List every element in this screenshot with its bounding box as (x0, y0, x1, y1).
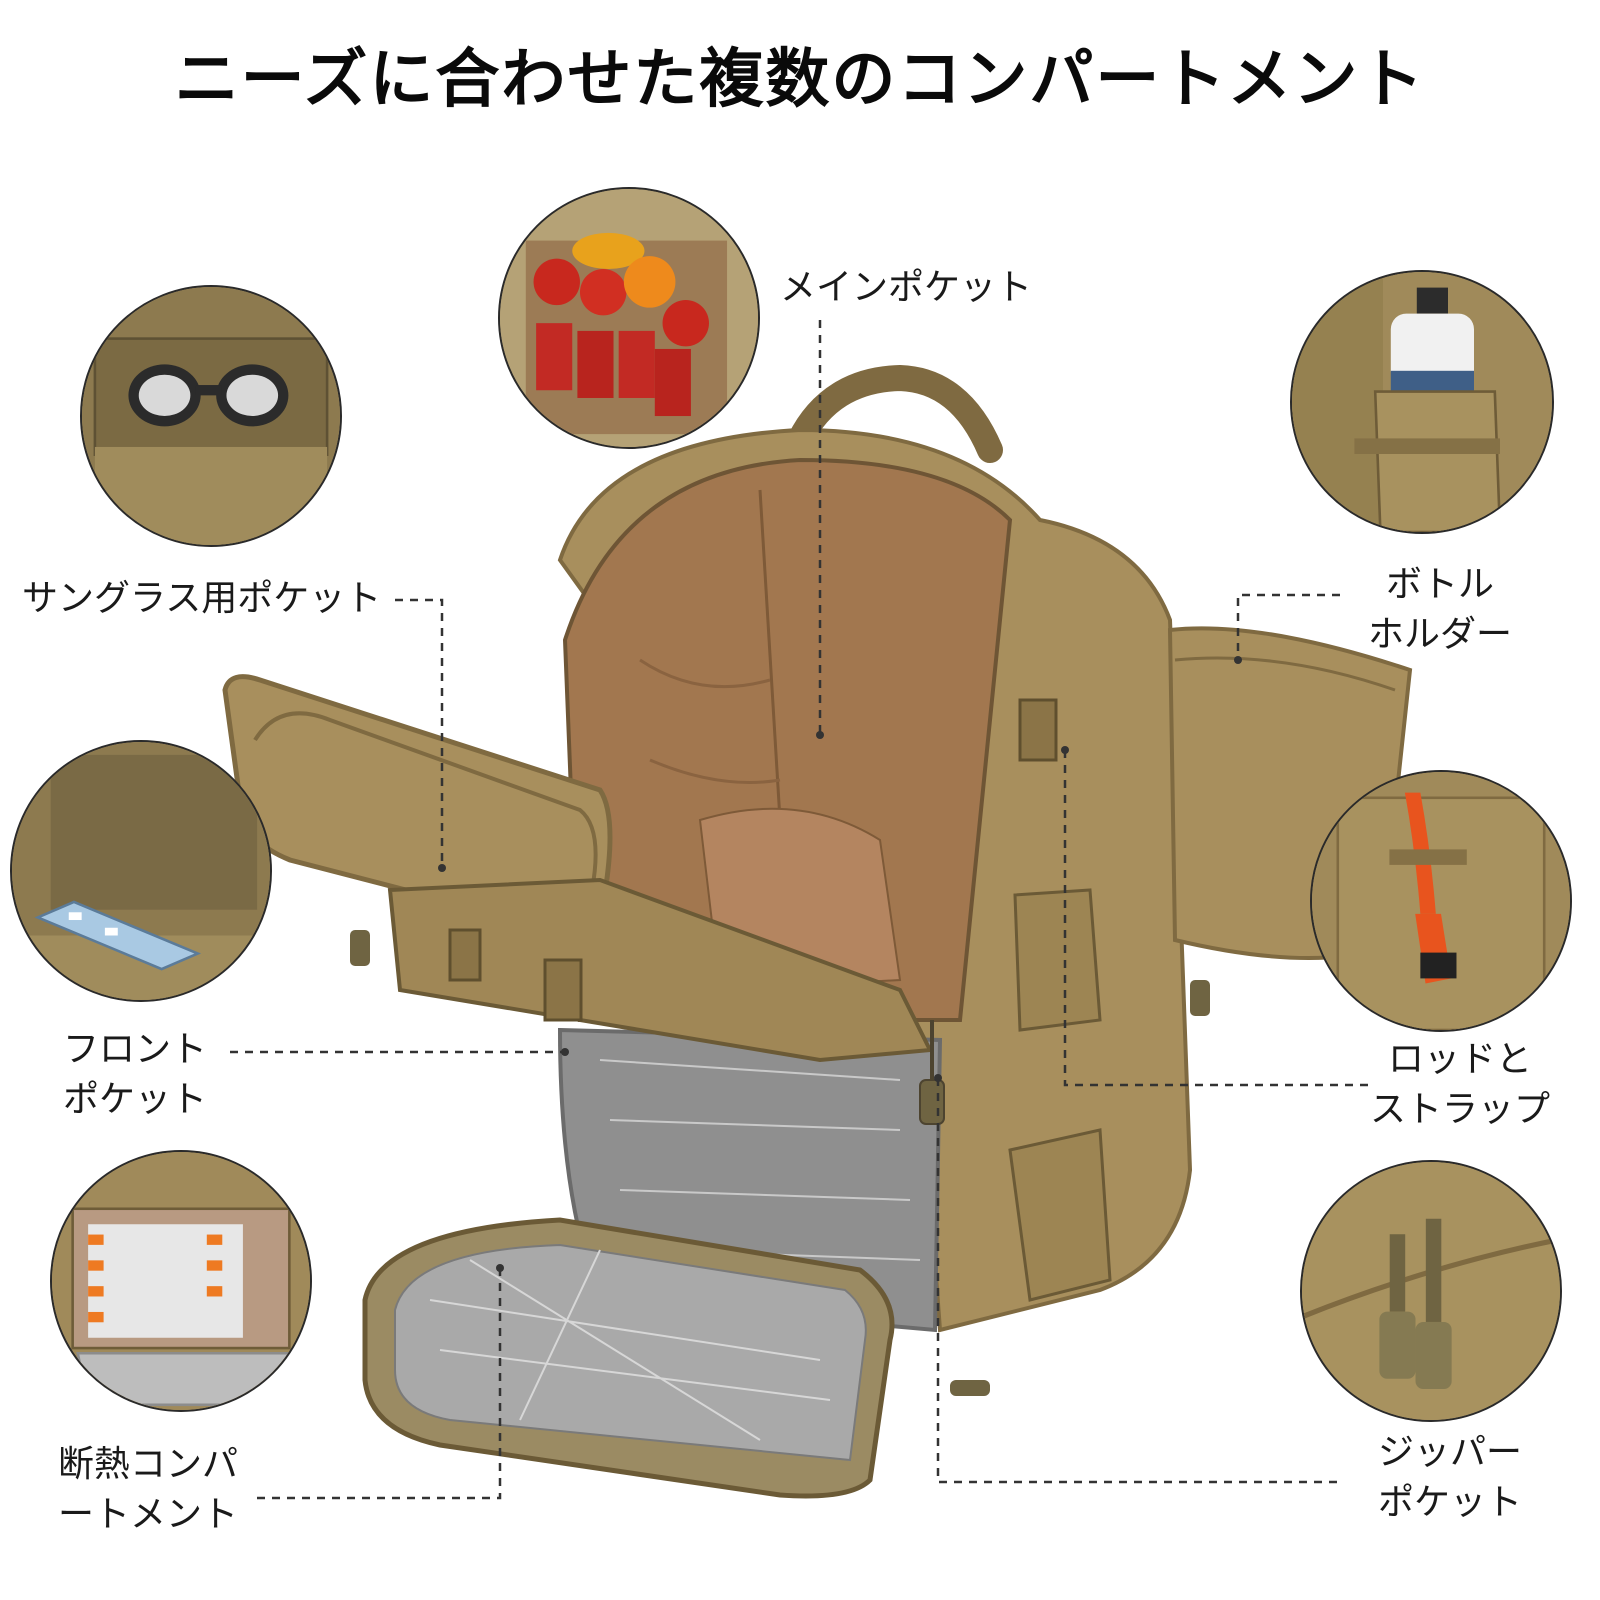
apple-icon (533, 258, 580, 306)
detail-circle-rod-strap (1310, 770, 1572, 1032)
label-front-pocket-line2: ポケット (62, 1079, 207, 1120)
label-rod-strap-line2: ストラップ (1369, 1089, 1550, 1130)
detail-circle-tackle-box (50, 1150, 312, 1412)
page-title: ニーズに合わせた複数のコンパートメント (174, 43, 1426, 117)
mango-icon (572, 232, 645, 269)
orange-icon (623, 256, 676, 308)
label-insulated-compartment: 断熱コンパ ートメント (38, 1440, 258, 1540)
detail-circle-zipper (1300, 1160, 1562, 1422)
label-bottle-holder-line2: ホルダー (1367, 614, 1512, 655)
label-rod-strap: ロッドと ストラップ (1360, 1035, 1560, 1135)
sunglasses-icon (128, 364, 289, 427)
label-front-pocket: フロント ポケット (40, 1025, 230, 1125)
zipper-pull-icon (1379, 1218, 1452, 1390)
label-zipper-pocket: ジッパー ポケット (1350, 1428, 1550, 1528)
label-insulated-line1: 断熱コンパ (57, 1444, 238, 1485)
label-bottle-holder-line1: ボトル (1385, 564, 1494, 605)
detail-circle-power-bank (10, 740, 272, 1002)
label-front-pocket-line1: フロント (62, 1029, 207, 1070)
label-insulated-line2: ートメント (57, 1494, 238, 1535)
tackle-box-icon (88, 1224, 243, 1338)
label-zipper-pocket-line2: ポケット (1377, 1482, 1522, 1523)
power-bank-icon (34, 900, 202, 971)
detail-circle-main-pocket (498, 187, 760, 449)
label-main-pocket: メインポケット (780, 267, 1033, 308)
label-rod-strap-line1: ロッドと (1387, 1039, 1532, 1080)
can-icon (536, 323, 573, 391)
detail-circle-sunglasses (80, 285, 342, 547)
label-zipper-pocket-line1: ジッパー (1377, 1432, 1522, 1473)
label-bottle-holder: ボトル ホルダー (1340, 560, 1540, 660)
label-sunglasses-pocket: サングラス用ポケット (22, 578, 382, 619)
detail-circle-bottle (1290, 270, 1554, 534)
